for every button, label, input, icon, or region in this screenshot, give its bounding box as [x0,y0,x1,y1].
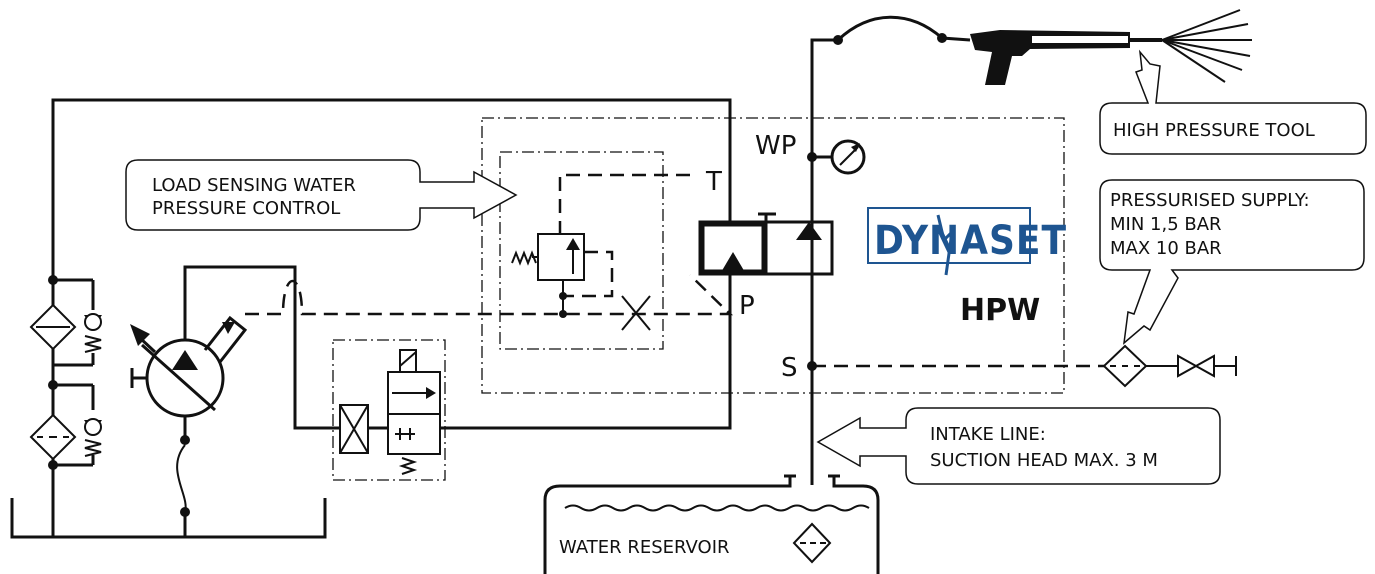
load-sensing-label-line1: LOAD SENSING WATER [152,175,356,196]
pressurised-supply-callout: PRESSURISED SUPPLY: MIN 1,5 BAR MAX 10 B… [1099,179,1365,345]
water-reservoir [543,474,880,574]
water-line [810,38,838,485]
intake-line-label-line2: SUCTION HEAD MAX. 3 M [930,450,1158,471]
solenoid-valve-group [332,339,446,481]
supply-filter-icon [1102,344,1178,388]
load-sensing-line [245,274,734,316]
load-sensing-callout: LOAD SENSING WATER PRESSURE CONTROL [125,159,518,231]
brand-name: DYNASET [874,218,1067,264]
pressurised-supply-label-line3: MAX 10 BAR [1110,238,1222,259]
solenoid-valve-icon [339,349,441,475]
variable-pump-icon [130,315,248,537]
water-reservoir-label: WATER RESERVOIR [559,537,730,558]
high-pressure-gun-icon [970,9,1252,85]
pressure-hose [836,15,971,42]
pressurised-supply-label-line2: MIN 1,5 BAR [1110,214,1222,235]
hpw-boundary [481,117,1065,394]
supply-valve-icon [1177,354,1237,378]
model-label: HPW [960,293,1040,328]
pressurised-supply-label-line1: PRESSURISED SUPPLY: [1110,190,1310,211]
return-filters [29,275,102,470]
intake-line-label-line1: INTAKE LINE: [930,424,1046,445]
intake-line-callout: INTAKE LINE: SUCTION HEAD MAX. 3 M [816,407,1221,485]
pressure-control-boundary [499,151,664,350]
port-p-label: P [739,291,755,321]
port-s-label: S [781,353,798,383]
return-line-top [51,98,732,537]
port-wp-label: WP [755,131,796,161]
pressure-gauge-icon [807,139,866,175]
dynaset-logo: DYNASET [867,207,1067,276]
high-pressure-tool-callout: HIGH PRESSURE TOOL [1099,49,1367,155]
load-sensing-label-line2: PRESSURE CONTROL [152,198,340,219]
port-t-label: T [705,167,722,197]
relief-valve-icon [511,173,690,331]
main-valve-icon [698,212,834,276]
hydraulic-tank [10,498,327,539]
high-pressure-tool-label: HIGH PRESSURE TOOL [1113,120,1315,141]
